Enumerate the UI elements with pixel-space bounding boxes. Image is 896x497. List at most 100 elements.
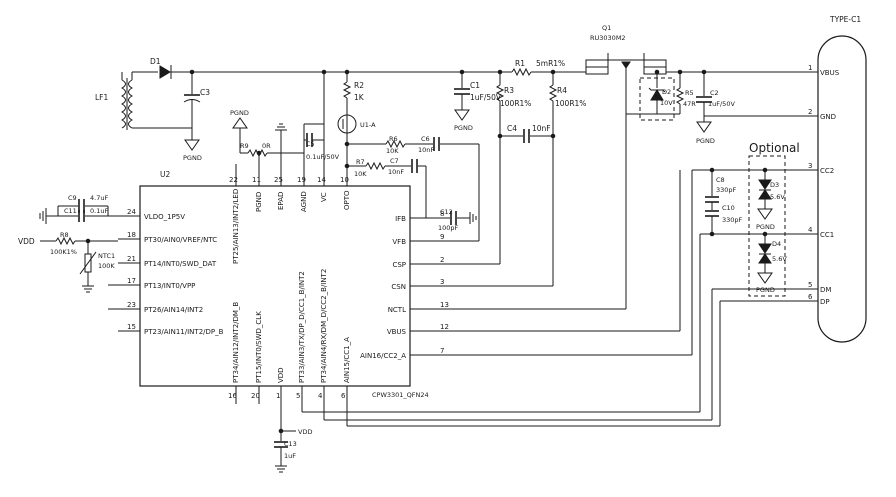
ic-pin-num: 6 (341, 392, 346, 400)
connector-pin-name: DP (820, 298, 830, 306)
ic-pin-num: 24 (127, 208, 136, 216)
ic-pin-name: AGND (300, 191, 308, 212)
ic-ref: U2 (160, 170, 170, 179)
ic-pin-num: 1 (276, 392, 280, 400)
c5-label: C5 (306, 140, 315, 148)
connector-pin-name: CC2 (820, 167, 834, 175)
r2-resistor (342, 81, 352, 99)
connector-pin-num: 4 (808, 226, 813, 234)
ic-pin-name: VLDO_1P5V (144, 213, 185, 221)
u1-label: U1-A (360, 121, 376, 129)
r8-value: 100K1% (50, 248, 77, 256)
optional-label: Optional (749, 141, 800, 155)
pgnd-symbol (696, 121, 712, 133)
d4-label: D4 (772, 240, 781, 248)
d2-label: D2 (662, 88, 671, 96)
c12-label: C12 (440, 208, 453, 216)
c6-label: C6 (421, 135, 430, 143)
c7-value: 10nF (388, 168, 404, 176)
ic-pin-name: PT33/AIN3/TX/DP_D/CC1_B/INT2 (298, 271, 306, 383)
ic-pin-num: 3 (440, 278, 444, 286)
pgnd-label: PGND (756, 286, 775, 294)
d3-tvs-upper (758, 179, 772, 190)
compensation: R6 10K C6 10nF R7 10K C7 10nF C12 100pF (347, 135, 480, 242)
ic-pin-name: VBUS (387, 328, 407, 336)
r1-resistor (511, 67, 532, 77)
ic-pin-name: AIN16/CC2_A (360, 352, 406, 360)
c11-label: C11 (64, 207, 77, 215)
c13-label: C13 (284, 440, 297, 448)
pgnd-label: PGND (230, 109, 249, 117)
pgnd-symbol (757, 272, 773, 284)
r3-resistor (495, 84, 505, 102)
r4-value: 100R1% (555, 99, 586, 108)
ic-pin-num: 17 (127, 277, 136, 285)
pgnd-symbol (757, 208, 773, 220)
r7-value: 10K (354, 170, 367, 178)
c4-value: 10nF (532, 124, 551, 133)
r6-resistor (385, 139, 406, 149)
ic-pin-num: 9 (440, 233, 444, 241)
ic-pin-name: PT23/AIN11/INT2/DP_B (144, 328, 224, 336)
ntc-label: NTC1 (98, 252, 115, 260)
ic-pin-name: PT30/AIN0/VREF/NTC (144, 236, 217, 244)
ic-pin-num: 10 (340, 176, 349, 184)
c9-label: C9 (68, 194, 77, 202)
c11-value: 0.1uF (90, 207, 108, 215)
r6-value: 10K (386, 147, 399, 155)
c5-value: 0.1uF/50V (306, 153, 340, 161)
r1-value: 5mR1% (536, 59, 565, 68)
d1-diode-symbol (159, 65, 171, 79)
gate-clamp: D2 10V R5 47R PGND C2 1uF/50V (434, 72, 796, 310)
connector-pin-num: 2 (808, 108, 812, 116)
ic-pin-name: PT34/AIN4/RX/DM_D/CC2_B/INT2 (320, 269, 328, 383)
ic-pin-name: PT13/INT0/VPP (144, 282, 195, 290)
vdd-bottom-label: VDD (298, 428, 312, 436)
connector-title: TYPE-C1 (829, 15, 861, 24)
c8-value: 330pF (716, 186, 737, 194)
c3-polar-plate (183, 99, 201, 103)
c10-label: C10 (722, 204, 735, 212)
ic-pin-num: 20 (251, 392, 260, 400)
ic-pin-num: 15 (127, 323, 136, 331)
r3-value: 100R1% (500, 99, 531, 108)
ic-pin-num: 14 (317, 176, 326, 184)
lf1-label: LF1 (95, 93, 108, 102)
type-c-connector: TYPE-C1 1 VBUS 2 GND 3 CC2 4 CC1 5 DM 6 … (796, 15, 867, 343)
pgnd-symbol (184, 139, 200, 151)
d4-tvs-upper (758, 243, 772, 254)
r4-resistor (548, 84, 558, 102)
c1-cap: PGND C1 1uF/50V (454, 72, 502, 132)
ntc-section: VDD R8 100K1% NTC1 100K (18, 231, 118, 293)
d2-value: 10V (660, 99, 673, 107)
ic-pin-num: 22 (229, 176, 238, 184)
ic-pin-num: 18 (127, 231, 136, 239)
ic-pin-num: 7 (440, 347, 444, 355)
connector-pin-name: DM (820, 286, 831, 294)
r8-label: R8 (60, 231, 69, 239)
r9-label: R9 (240, 142, 249, 150)
q1-body-diode (621, 61, 631, 69)
inductor-coil-left (120, 79, 126, 129)
ic-pin-name: VFB (392, 238, 406, 246)
ic-pin-name: CSN (391, 283, 406, 291)
c3-label: C3 (200, 88, 210, 97)
ic-pin-num: 19 (297, 176, 306, 184)
ic-pin-num: 12 (440, 323, 449, 331)
r9-value: 0R (262, 142, 271, 150)
c8-label: C8 (716, 176, 725, 184)
pgnd-label: PGND (183, 154, 202, 162)
ic-part-number: CPW3301_QFN24 (372, 391, 429, 399)
ground-section: PGND R9 0R C5 0.1uF/50V (230, 109, 340, 164)
r2-value: 1K (354, 93, 365, 102)
c6-value: 10nF (418, 146, 434, 154)
pgnd-symbol (232, 117, 248, 129)
ic-pin-num: 25 (274, 176, 283, 184)
ic-pin-name: OPTO (343, 190, 351, 210)
ic-pin-name: PGND (255, 192, 263, 212)
ic-pin-name: PT14/INT0/SWD_DAT (144, 260, 217, 268)
c13-value: 1uF (284, 452, 296, 460)
r4-label: R4 (557, 86, 567, 95)
pgnd-label: PGND (756, 223, 775, 231)
